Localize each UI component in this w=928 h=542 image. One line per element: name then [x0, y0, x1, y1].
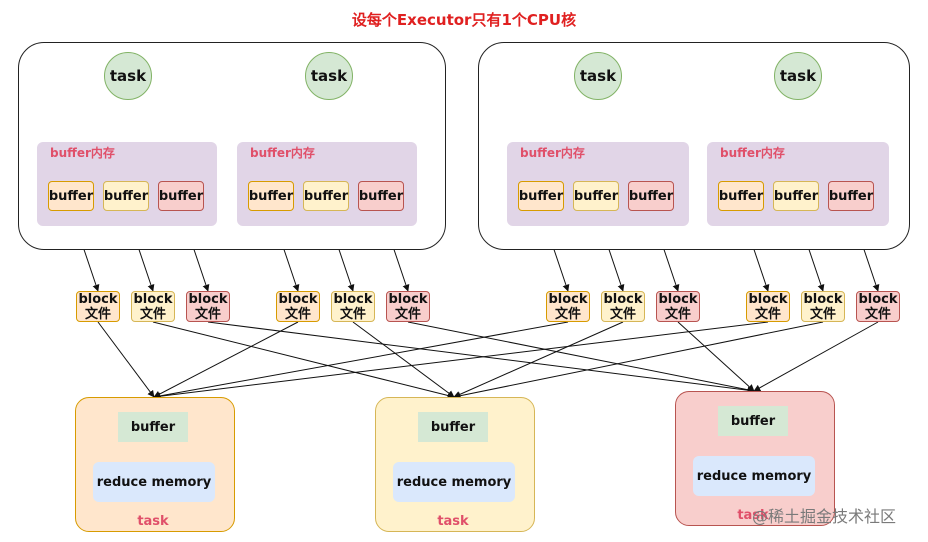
block-label: block	[858, 291, 898, 307]
reduce-task-label: task	[437, 514, 469, 529]
reduce-task-label: task	[137, 514, 169, 529]
block-label: block	[548, 291, 588, 307]
edge-block-to-reducer	[453, 321, 824, 400]
edge-block-to-reducer	[153, 321, 569, 400]
file-label: 文件	[339, 306, 366, 322]
buffer-memory-label: buffer内存	[250, 146, 315, 160]
buffer-orange: buffer	[48, 181, 94, 211]
buffer-memory-label: buffer内存	[520, 146, 585, 160]
reduce-buffer: buffer	[118, 412, 188, 442]
reduce-buffer: buffer	[418, 412, 488, 442]
edge-block-to-reducer	[352, 321, 455, 398]
file-label: 文件	[609, 306, 636, 322]
buffer-orange: buffer	[518, 181, 564, 211]
file-label: 文件	[284, 306, 311, 322]
file-label: 文件	[84, 306, 111, 322]
buffer-red: buffer	[358, 181, 404, 211]
buffer-orange: buffer	[248, 181, 294, 211]
block-label: block	[803, 291, 843, 307]
file-label: 文件	[194, 306, 221, 322]
reduce-memory: reduce memory	[93, 462, 215, 502]
reduce-memory: reduce memory	[693, 456, 815, 496]
map-task: task	[305, 52, 353, 100]
buffer-memory-label: buffer内存	[720, 146, 785, 160]
block-label: block	[78, 291, 118, 307]
buffer-orange: buffer	[718, 181, 764, 211]
block-label: block	[133, 291, 173, 307]
edge-block-to-reducer	[153, 321, 299, 398]
edge-block-to-reducer	[152, 321, 455, 399]
map-task: task	[574, 52, 622, 100]
buffer-yellow: buffer	[773, 181, 819, 211]
reduce-memory: reduce memory	[393, 462, 515, 502]
file-label: 文件	[664, 306, 691, 322]
block-label: block	[278, 291, 318, 307]
block-label: block	[333, 291, 373, 307]
edge-block-to-reducer	[677, 321, 755, 392]
block-label: block	[388, 291, 428, 307]
file-label: 文件	[394, 306, 421, 322]
edge-block-to-reducer	[207, 321, 755, 394]
map-task: task	[774, 52, 822, 100]
file-label: 文件	[754, 306, 781, 322]
block-label: block	[603, 291, 643, 307]
edge-block-to-reducer	[453, 321, 624, 398]
file-label: 文件	[809, 306, 836, 322]
buffer-yellow: buffer	[103, 181, 149, 211]
diagram-title: 设每个Executor只有1个CPU核	[351, 11, 577, 29]
buffer-red: buffer	[628, 181, 674, 211]
file-label: 文件	[864, 306, 891, 322]
buffer-memory-label: buffer内存	[50, 146, 115, 160]
reduce-task-label: task	[737, 508, 769, 523]
buffer-red: buffer	[828, 181, 874, 211]
file-label: 文件	[554, 306, 581, 322]
edge-block-to-reducer	[97, 321, 155, 398]
reduce-buffer: buffer	[718, 406, 788, 436]
block-label: block	[658, 291, 698, 307]
edge-block-to-reducer	[753, 321, 879, 392]
buffer-yellow: buffer	[573, 181, 619, 211]
buffer-red: buffer	[158, 181, 204, 211]
block-label: block	[188, 291, 228, 307]
buffer-yellow: buffer	[303, 181, 349, 211]
block-label: block	[748, 291, 788, 307]
edge-block-to-reducer	[407, 321, 755, 394]
map-task: task	[104, 52, 152, 100]
watermark: @稀土掘金技术社区	[752, 507, 897, 526]
file-label: 文件	[139, 306, 166, 322]
edge-block-to-reducer	[153, 321, 769, 400]
